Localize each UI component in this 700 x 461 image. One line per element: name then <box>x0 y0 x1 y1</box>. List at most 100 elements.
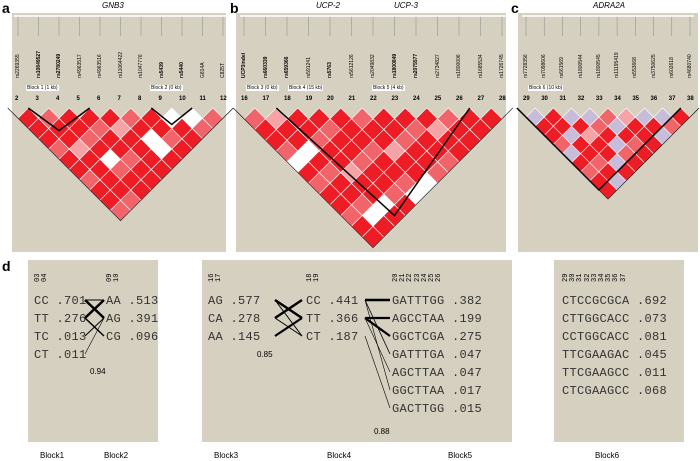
block-outline <box>150 107 193 126</box>
block4-haplotype: CT .187 <box>306 330 359 344</box>
snp-label: rs553668 <box>632 57 639 78</box>
block1-haplotype: CT .011 <box>34 348 87 362</box>
block-caption: Block5 <box>448 451 473 460</box>
marker-number: 12 <box>220 96 227 102</box>
snp-label: rs4963516 <box>97 54 103 78</box>
block5-haplotype: AGCTTAA .047 <box>392 366 483 380</box>
multiallelic-d-value: 0.88 <box>374 427 390 436</box>
marker-number: 8 <box>138 96 142 102</box>
multiallelic-d-value: 0.85 <box>257 350 273 359</box>
haplotype-connector <box>274 317 303 337</box>
block5-haplotype: GATTTGA .047 <box>392 348 483 362</box>
snp-label: rs2049832 <box>370 54 376 78</box>
block5-marker: 26 <box>435 273 444 282</box>
panel-b-label: b <box>230 0 239 16</box>
block-caption: Block6 <box>595 451 620 460</box>
snp-label: rs1800849 <box>391 53 398 78</box>
marker-number: 19 <box>305 96 313 102</box>
snp-label: rs1800544 <box>577 54 584 78</box>
marker-number: 9 <box>158 96 162 102</box>
block6-marker: 37 <box>619 273 628 282</box>
snp-label: rs591241 <box>305 57 312 78</box>
haplotype-connector <box>364 299 391 355</box>
block1-haplotype: TT .276 <box>34 312 87 326</box>
snp-label: UCP3indel <box>241 52 247 78</box>
block6-haplotype: TTCGAAGCC .011 <box>562 366 668 380</box>
block4-haplotype: CC .441 <box>306 294 359 308</box>
marker-number: 3 <box>35 96 39 102</box>
marker-number: 7 <box>117 96 121 102</box>
snp-label: G814A <box>199 62 206 78</box>
panel-c-label: c <box>511 0 519 16</box>
block5-haplotype: GACTTGG .015 <box>392 402 483 416</box>
block-outline <box>275 107 471 217</box>
block6-haplotype: CTCGAAGCC .068 <box>562 384 668 398</box>
haplotype-connector <box>364 299 391 391</box>
block-label: Block 5 (4 kb) <box>372 85 405 91</box>
haplotype-connector <box>84 317 105 337</box>
block-outline <box>27 107 91 132</box>
block4-haplotype: TT .366 <box>306 312 359 326</box>
snp-label: C825T <box>220 62 226 78</box>
block-label: Block 6 (10 kb) <box>528 85 564 91</box>
marker-number: 35 <box>632 96 640 102</box>
marker-number: 28 <box>499 96 506 102</box>
snp-label: rs10849527 <box>35 51 42 78</box>
snp-label: rs11195419 <box>614 52 621 78</box>
snp-label: rs602618 <box>668 57 675 78</box>
block5-haplotype: GGCTTAA .017 <box>392 384 483 398</box>
marker-number: 17 <box>262 96 270 102</box>
block-label: Block 1 (1 kb) <box>26 85 59 91</box>
snp-label: rs7728356 <box>523 54 529 78</box>
snp-label: rs1800545 <box>595 54 602 78</box>
snp-label: rs5440 <box>179 62 185 78</box>
block-caption: Block3 <box>214 451 239 460</box>
panel-d-label: d <box>2 258 11 274</box>
snp-label: rs1685534 <box>477 54 484 78</box>
panel-a-label: a <box>2 0 10 16</box>
block2-marker: 10 <box>113 273 122 282</box>
gene-title-ucp2: UCP-2 <box>316 1 341 10</box>
block3-haplotype: AG .577 <box>208 294 261 308</box>
block-label: Block 3 (0 kb) <box>246 85 279 91</box>
panel-d-right <box>554 260 684 442</box>
marker-number: 16 <box>241 96 248 102</box>
marker-number: 2 <box>15 96 19 102</box>
block2-haplotype: CG .096 <box>106 330 159 344</box>
block1-haplotype: TC .013 <box>34 330 87 344</box>
snp-label: rs2269355 <box>15 54 21 78</box>
block2-haplotype: AA .513 <box>106 294 159 308</box>
triangle-outline <box>7 107 234 222</box>
haplotype-connector <box>84 317 105 355</box>
marker-number: 25 <box>434 96 442 102</box>
haplotype-connector <box>364 335 391 409</box>
block6-haplotype: CTTGGCACC .073 <box>562 312 668 326</box>
snp-label: rs661569 <box>559 57 566 78</box>
block-label: Block 2 (0 kb) <box>150 85 183 91</box>
snp-label: rs659366 <box>284 56 290 78</box>
block6-haplotype: TTCGAAGAC .045 <box>562 348 668 362</box>
block-caption: Block2 <box>104 451 129 460</box>
marker-number: 6 <box>97 96 101 102</box>
marker-number: 23 <box>391 96 399 102</box>
snp-label: rs11064422 <box>117 51 124 78</box>
block1-haplotype: CC .701 <box>34 294 87 308</box>
block-label: Block 4 (15 kb) <box>288 85 324 91</box>
snp-label: rs7098606 <box>541 54 548 78</box>
snp-label: rs2734827 <box>434 54 441 78</box>
haplotype-connector <box>274 299 303 337</box>
snp-label: rs1726745 <box>499 54 505 78</box>
marker-number: 21 <box>348 96 356 102</box>
panel-d-left <box>28 260 158 442</box>
multiallelic-d-value: 0.94 <box>90 367 106 376</box>
block4-marker: 19 <box>313 273 322 282</box>
panel-d-mid <box>202 260 512 442</box>
snp-label: rs4680740 <box>687 54 693 78</box>
snp-label: rs1800006 <box>456 54 462 78</box>
block3-haplotype: CA .278 <box>208 312 261 326</box>
marker-number: 20 <box>327 96 334 102</box>
block1-marker: 04 <box>41 273 50 282</box>
block5-haplotype: GATTTGG .382 <box>392 294 483 308</box>
marker-number: 26 <box>456 96 463 102</box>
marker-number: 29 <box>523 96 530 102</box>
